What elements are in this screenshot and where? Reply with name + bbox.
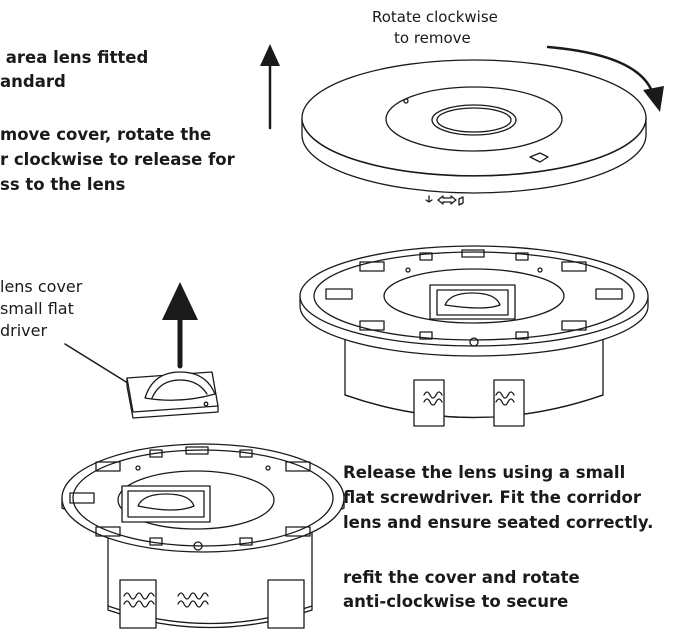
rotate-instruction-line2: to remove — [394, 29, 471, 47]
detector-base-upper — [299, 245, 649, 427]
lens-cover-line1: lens cover — [0, 277, 83, 296]
remove-cover-line3: ss to the lens — [0, 175, 126, 194]
refit-cover-line1: refit the cover and rotate — [343, 568, 580, 587]
left-right-arrow-icon — [437, 195, 457, 205]
unlock-icon — [458, 196, 464, 206]
lock-icon — [425, 195, 433, 203]
lens-cover-part — [126, 371, 219, 419]
lens-cover-line3: driver — [0, 321, 48, 340]
remove-cover-line2: r clockwise to release for — [0, 150, 235, 169]
release-lens-line1: Release the lens using a small — [343, 463, 626, 482]
up-arrow-icon — [260, 44, 280, 130]
fitted-lens-line1: area lens fitted — [0, 48, 149, 67]
clockwise-arrow-icon — [546, 45, 664, 112]
lens-cover-line2: small flat — [0, 299, 74, 318]
cover-disc — [301, 59, 647, 194]
remove-cover-line1: move cover, rotate the — [0, 125, 212, 144]
release-lens-line3: lens and ensure seated correctly. — [343, 513, 654, 532]
fitted-lens-line2: andard — [0, 72, 66, 91]
rotate-instruction-line1: Rotate clockwise — [372, 8, 498, 26]
refit-cover-line2: anti-clockwise to secure — [343, 592, 569, 611]
release-lens-line2: flat screwdriver. Fit the corridor — [343, 488, 641, 507]
detector-base-lower — [61, 443, 345, 629]
lens-cover-arrow-icon — [162, 282, 198, 369]
